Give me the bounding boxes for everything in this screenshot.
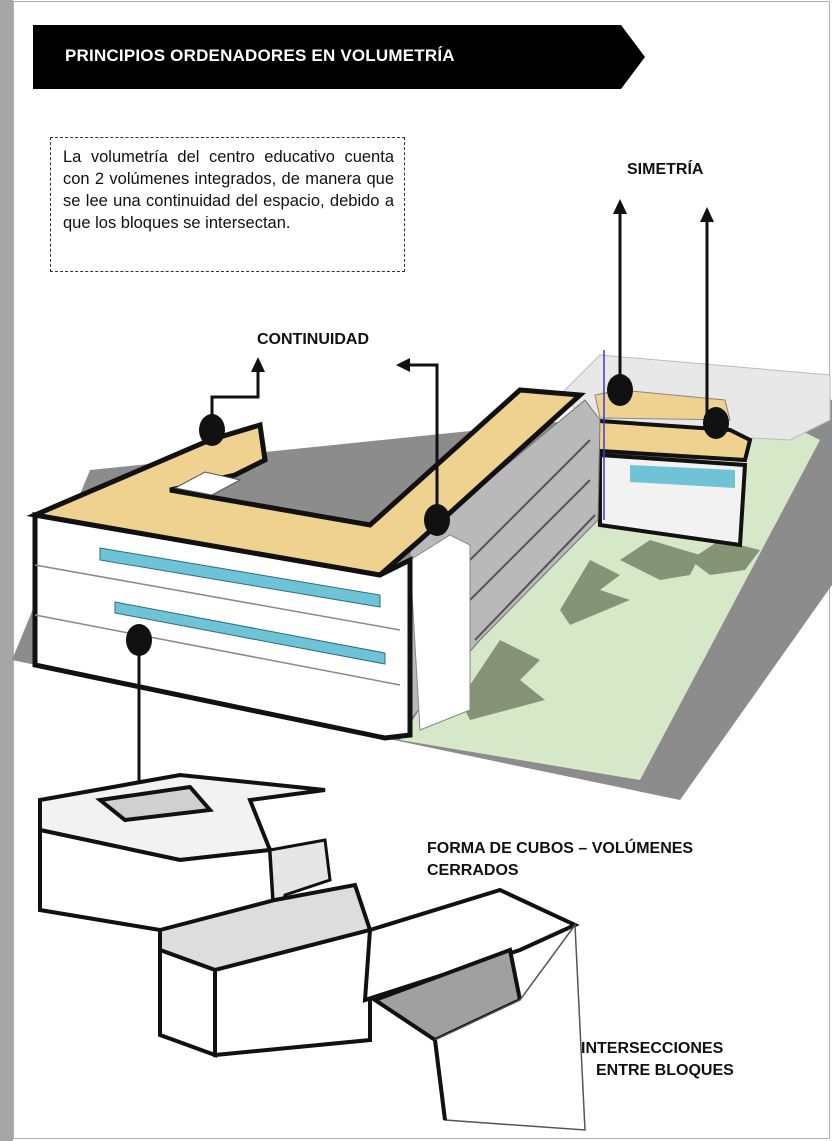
circulation-arrows: [460, 540, 760, 720]
cube-right-roof: [362, 887, 580, 1003]
roof-opening: [173, 471, 242, 496]
cube-form-diagram: [38, 772, 586, 1131]
annotation-dots: [126, 374, 729, 656]
label-forma-line2: CERRADOS: [427, 862, 519, 879]
label-simetria: SIMETRÍA: [627, 161, 704, 178]
right-block-window: [630, 465, 735, 488]
label-intersecciones-line2: ENTRE BLOQUES: [596, 1062, 734, 1079]
left-side-bar: [0, 0, 13, 1141]
cube-top-opening: [95, 784, 214, 823]
description-box: La volumetría del centro educativo cuent…: [50, 137, 405, 272]
cube-mid-front: [213, 927, 372, 1058]
main-block-roof: [26, 387, 586, 578]
label-intersecciones-line1: INTERSECCIONES: [581, 1040, 724, 1057]
banner-arrow-shape: [33, 25, 645, 89]
white-pillar: [409, 534, 471, 731]
connector-stripes: [469, 439, 596, 641]
label-continuidad: CONTINUIDAD: [257, 331, 369, 348]
cube-mid-wall: [158, 947, 217, 1058]
main-window-upper: [99, 547, 381, 608]
main-window-lower: [114, 601, 386, 665]
page-title: PRINCIPIOS ORDENADORES EN VOLUMETRÍA: [65, 46, 455, 65]
title-banner: PRINCIPIOS ORDENADORES EN VOLUMETRÍA: [33, 25, 645, 89]
label-forma-line1: FORMA DE CUBOS – VOLÚMENES: [427, 840, 694, 857]
